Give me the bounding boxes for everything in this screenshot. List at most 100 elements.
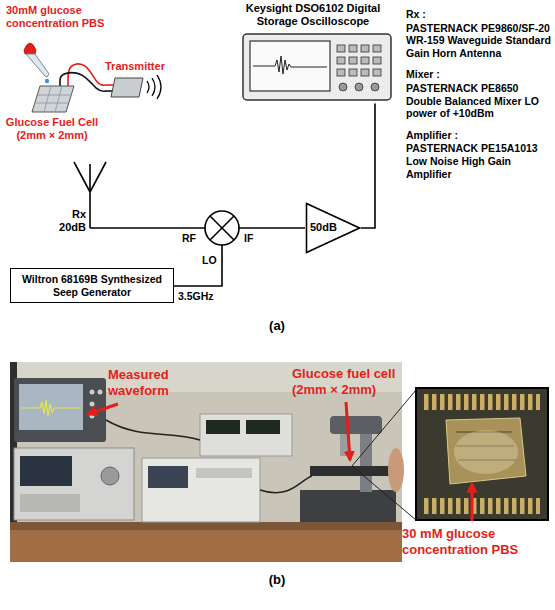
- photo-waveform: [21, 400, 81, 416]
- oscilloscope-icon: [225, 31, 401, 103]
- scope-button: [361, 69, 369, 76]
- scope-button: [373, 57, 381, 64]
- transmitter-chip-icon: [111, 78, 143, 97]
- generator-keys: [20, 494, 80, 512]
- spec-heading: Amplifier :: [406, 129, 553, 142]
- panel-label: (b): [257, 572, 297, 588]
- instrument-keys: [196, 468, 252, 478]
- scope-knob: [355, 83, 363, 91]
- solution-label: 30mM glucose concentration PBS: [6, 4, 114, 30]
- callout-label: Measured waveform: [108, 367, 190, 398]
- power-supply-photo: [200, 414, 292, 456]
- scope-knob: [339, 83, 347, 91]
- scope-button: [361, 57, 369, 64]
- antenna-gain: Rx 20dB: [50, 208, 86, 234]
- hand: [388, 448, 404, 492]
- scope-body: [243, 34, 391, 100]
- scope-button: [361, 45, 369, 52]
- scope-button: [337, 45, 345, 52]
- scope-button: [337, 57, 345, 64]
- frequency-label: 3.5GHz: [178, 290, 214, 303]
- supply-display: [206, 420, 240, 434]
- panel-label: (a): [257, 318, 297, 334]
- mixer-cross: [210, 216, 234, 240]
- port-label: LO: [202, 254, 217, 267]
- generator-screen: [20, 456, 72, 486]
- port-label: RF: [182, 232, 196, 245]
- microscope-base: [300, 490, 396, 522]
- microscope-head: [330, 416, 382, 434]
- fuel-cell-square: [32, 86, 74, 112]
- cable: [106, 420, 200, 440]
- port-label: IF: [244, 232, 253, 245]
- generator-knob: [101, 467, 119, 485]
- instrument-photo: [142, 458, 260, 522]
- signal-wire: [68, 64, 105, 85]
- node-label: 50dB: [310, 221, 337, 234]
- chip-pads: [424, 394, 540, 410]
- spec-heading: Mixer :: [406, 68, 553, 81]
- process-box-text: Wiltron 68169B Synthesized Seep Generato…: [18, 273, 166, 298]
- callout-arrow: [346, 402, 350, 460]
- dropper-bulb: [24, 43, 36, 54]
- scope-knob: [371, 83, 379, 91]
- inset-photo: [416, 388, 548, 520]
- bench-edge: [10, 522, 402, 530]
- generator-box: Wiltron 68169B Synthesized Seep Generato…: [10, 268, 174, 303]
- mixer-cross: [210, 216, 234, 240]
- fuel-cell-icon: [4, 82, 100, 116]
- callout-label: Glucose fuel cell (2mm × 2mm): [292, 366, 404, 397]
- scope-button: [337, 69, 345, 76]
- scope-photo-screen: [19, 384, 83, 430]
- scope-button: [373, 69, 381, 76]
- node-label: Keysight DSO6102 Digital Storage Oscillo…: [225, 2, 401, 28]
- scope-button: [349, 45, 357, 52]
- bench-top: [10, 530, 402, 562]
- spec-heading: Rx :: [406, 8, 553, 21]
- probe-stage: [310, 466, 396, 476]
- knob: [90, 402, 95, 407]
- mixer-symbol: [205, 211, 239, 245]
- node-label: Transmitter: [105, 60, 167, 73]
- scope-photo: [14, 378, 106, 442]
- radio-waves: [147, 75, 161, 99]
- callout-arrow: [471, 484, 474, 521]
- knob: [90, 390, 95, 395]
- lead-wire: [67, 82, 69, 86]
- waveform: [253, 56, 327, 74]
- antenna-stem: [89, 164, 91, 228]
- drop: [45, 79, 49, 83]
- dropper-tube: [26, 54, 49, 77]
- instrument-screen: [148, 466, 188, 488]
- amplifier-triangle: 50dB: [305, 202, 361, 254]
- signal-wire: [361, 103, 375, 228]
- transmitter-icon: [105, 73, 167, 101]
- chip-pads: [424, 498, 540, 514]
- antenna-arm: [90, 162, 106, 192]
- spec-column: Rx :PASTERNACK PE9860/SF-20 WR-159 Waveg…: [406, 8, 553, 180]
- zoom-line: [352, 390, 416, 466]
- scope-button: [349, 57, 357, 64]
- knob: [98, 390, 103, 395]
- spec-text: PASTERNACK PE8650 Double Balanced Mixer …: [406, 82, 553, 120]
- supply-display: [246, 420, 280, 434]
- lead-wire: [59, 82, 61, 86]
- electrode-grid: [36, 86, 70, 112]
- scope-button: [349, 69, 357, 76]
- spec-text: PASTERNACK PE9860/SF-20 WR-159 Waveguide…: [406, 22, 553, 60]
- callout-label: 30 mM glucose concentration PBS: [402, 526, 542, 557]
- if-wire: [239, 227, 305, 229]
- scope-button: [373, 45, 381, 52]
- fuel-cell: Glucose Fuel Cell (2mm × 2mm): [4, 82, 100, 142]
- fuel-cell-chip: [446, 418, 526, 484]
- pbs-droplet: [454, 430, 518, 474]
- rf-wire: [90, 227, 205, 229]
- scope-screen: [250, 41, 330, 91]
- signal-generator-photo: [14, 448, 134, 520]
- zoom-line: [352, 466, 416, 520]
- amplifier-outline: [307, 204, 360, 253]
- callout-arrow: [88, 404, 118, 414]
- node-label: Glucose Fuel Cell (2mm × 2mm): [4, 116, 100, 142]
- transmitter-chip: Transmitter: [105, 60, 167, 101]
